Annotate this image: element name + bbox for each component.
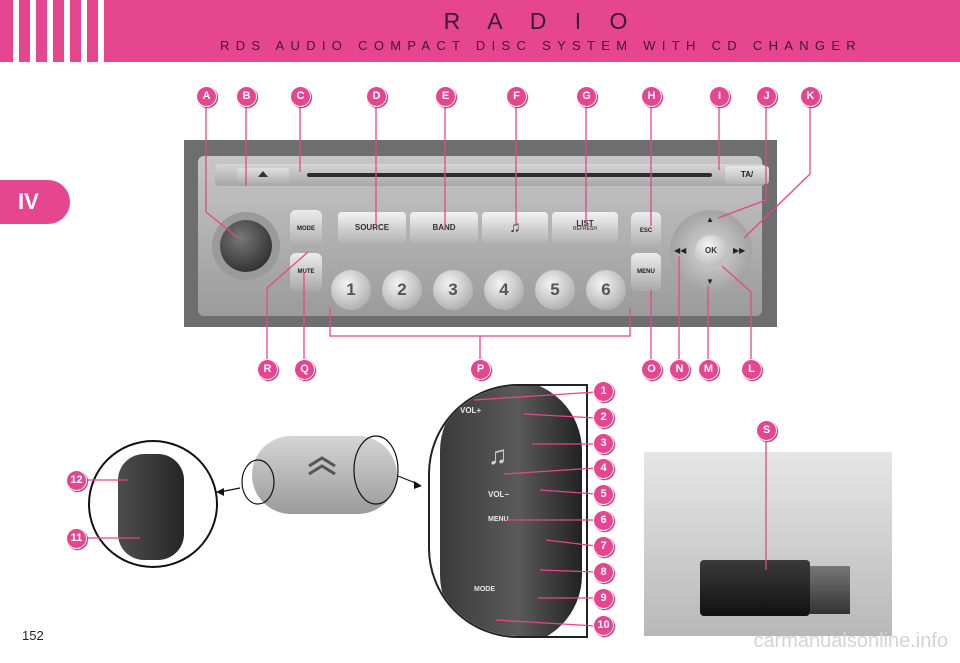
list-button-label: LIST [576, 219, 594, 228]
menu-button[interactable]: MENU [631, 253, 661, 291]
callout-s: S [757, 421, 776, 440]
section-tab-label: IV [18, 189, 39, 214]
header-banner: R A D I O RDS AUDIO COMPACT DISC SYSTEM … [0, 0, 960, 62]
callout-n: N [670, 360, 689, 379]
navigation-pad[interactable]: ▲ ▼ ◀◀ ▶▶ OK [670, 210, 752, 292]
ok-button[interactable]: OK [695, 235, 727, 267]
callout-9: 9 [594, 589, 613, 608]
vol-plus-label: VOL+ [460, 406, 482, 415]
section-tab: IV [0, 180, 70, 224]
page-title: R A D I O [443, 8, 639, 34]
callout-5: 5 [594, 485, 613, 504]
eject-button[interactable] [237, 168, 289, 183]
vol-minus-label: VOL− [488, 490, 510, 499]
callout-e: E [436, 87, 455, 106]
watermark: carmanualsonline.info [753, 630, 948, 652]
callout-12: 12 [67, 471, 86, 490]
callout-11: 11 [67, 529, 86, 548]
callout-3: 3 [594, 434, 613, 453]
band-button[interactable]: BAND [410, 212, 478, 244]
music-button[interactable]: ♫ [482, 212, 548, 244]
radio-unit: TA/ MODE MUTE SOURCE BAND ♫ LIST REFRESH… [184, 140, 777, 327]
source-button[interactable]: SOURCE [338, 212, 406, 244]
menu-label: MENU [488, 516, 509, 523]
page-subtitle: RDS AUDIO COMPACT DISC SYSTEM WITH CD CH… [220, 38, 862, 53]
steering-control-pad [118, 454, 184, 560]
callout-r: R [258, 360, 277, 379]
preset-button-2[interactable]: 2 [382, 270, 422, 310]
callout-q: Q [295, 360, 314, 379]
seek-forward-icon[interactable]: ▶▶ [733, 246, 746, 255]
steering-wheel-hub [252, 436, 397, 514]
preset-button-3[interactable]: 3 [433, 270, 473, 310]
callout-k: K [801, 87, 820, 106]
callout-f: F [507, 87, 526, 106]
preset-button-5[interactable]: 5 [535, 270, 575, 310]
callout-8: 8 [594, 563, 613, 582]
steering-stalk-body [440, 386, 582, 636]
callout-4: 4 [594, 459, 613, 478]
chevron-logo-icon [308, 456, 336, 476]
down-arrow-icon[interactable]: ▼ [706, 277, 714, 286]
ta-button[interactable]: TA/ [725, 166, 769, 184]
callout-b: B [237, 87, 256, 106]
cd-slot-bar: TA/ [215, 164, 769, 186]
callout-c: C [291, 87, 310, 106]
preset-button-1[interactable]: 1 [331, 270, 371, 310]
seek-back-icon[interactable]: ◀◀ [674, 246, 687, 255]
steering-stalk-detail: VOL+ ♫ VOL− MENU MODE [428, 384, 588, 638]
list-button[interactable]: LIST REFRESH [552, 212, 618, 244]
esc-button[interactable]: ESC [631, 212, 661, 250]
cd-changer-unit [700, 560, 810, 616]
callout-2: 2 [594, 408, 613, 427]
callout-d: D [367, 87, 386, 106]
callout-j: J [757, 87, 776, 106]
list-button-sublabel: REFRESH [573, 226, 597, 232]
callout-g: G [577, 87, 596, 106]
callout-a: A [197, 87, 216, 106]
callout-m: M [699, 360, 718, 379]
callout-h: H [642, 87, 661, 106]
mute-button[interactable]: MUTE [290, 253, 322, 291]
preset-button-6[interactable]: 6 [586, 270, 626, 310]
header-stripes [0, 0, 122, 62]
mode-label: MODE [474, 586, 495, 593]
callout-10: 10 [594, 616, 613, 635]
callout-o: O [642, 360, 661, 379]
cd-changer-tray [810, 566, 850, 614]
up-arrow-icon[interactable]: ▲ [706, 215, 714, 224]
volume-knob[interactable] [220, 220, 272, 272]
callout-7: 7 [594, 537, 613, 556]
mode-button[interactable]: MODE [290, 210, 322, 248]
callout-p: P [471, 360, 490, 379]
callout-l: L [742, 360, 761, 379]
callout-i: I [710, 87, 729, 106]
preset-button-4[interactable]: 4 [484, 270, 524, 310]
eject-icon [258, 171, 268, 177]
callout-1: 1 [594, 382, 613, 401]
steering-control-detail [88, 440, 218, 568]
music-note-icon: ♫ [488, 440, 508, 470]
cd-changer-photo [644, 452, 892, 636]
cd-slot [307, 173, 712, 177]
page-number: 152 [22, 628, 44, 643]
callout-6: 6 [594, 511, 613, 530]
